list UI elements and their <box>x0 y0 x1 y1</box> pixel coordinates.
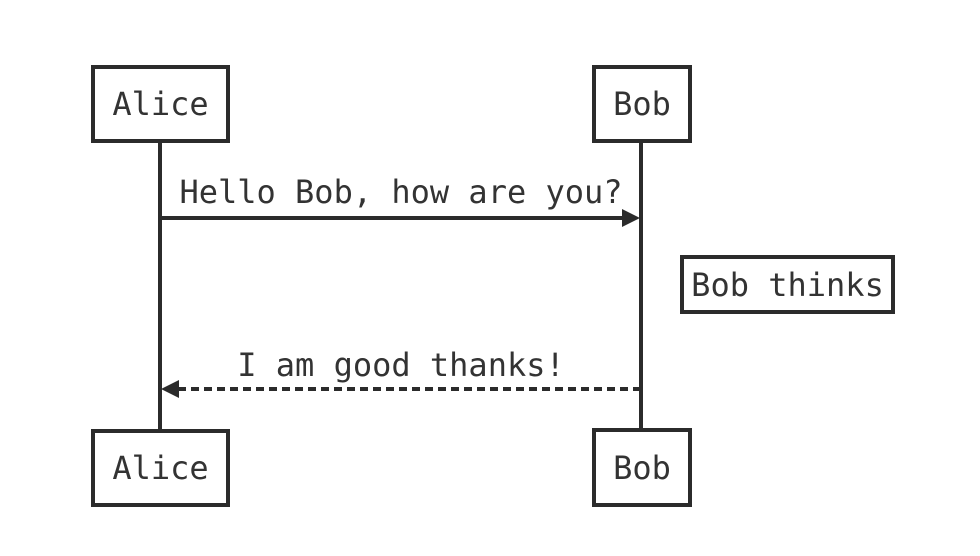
note-box-bob-thinks: Bob thinks <box>680 255 895 314</box>
actor-label-bob-top: Bob <box>613 85 671 123</box>
arrowhead-left-icon <box>161 380 179 398</box>
actor-label-alice-bottom: Alice <box>112 449 209 487</box>
actor-box-alice-top: Alice <box>91 65 230 143</box>
actor-box-bob-top: Bob <box>592 65 692 143</box>
note-label: Bob thinks <box>691 265 884 304</box>
actor-label-bob-bottom: Bob <box>613 448 671 487</box>
arrowhead-right-icon <box>622 209 640 227</box>
actor-box-alice-bottom: Alice <box>91 429 230 507</box>
actor-box-bob-bottom: Bob <box>592 428 692 507</box>
message-arrow-solid <box>160 209 640 227</box>
message-label-2: I am good thanks! <box>237 346 565 384</box>
actor-label-alice-top: Alice <box>112 85 209 123</box>
message-label-1: Hello Bob, how are you? <box>179 173 623 211</box>
message-arrow-dashed <box>161 380 641 398</box>
